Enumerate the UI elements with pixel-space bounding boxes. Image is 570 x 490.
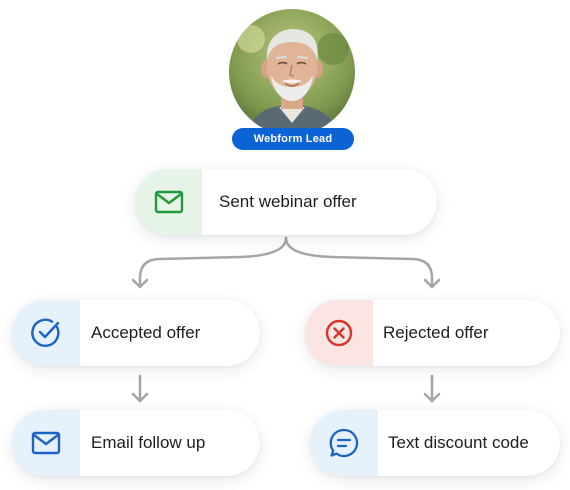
node-sent-webinar-offer[interactable]: Sent webinar offer bbox=[135, 169, 437, 235]
arrowhead-right bbox=[423, 278, 441, 289]
chat-bubble-icon bbox=[329, 428, 359, 458]
icon-area bbox=[12, 300, 80, 366]
node-label: Rejected offer bbox=[383, 323, 489, 342]
node-rejected-offer[interactable]: Rejected offer bbox=[305, 300, 560, 366]
icon-area bbox=[305, 300, 373, 366]
node-accepted-offer[interactable]: Accepted offer bbox=[12, 300, 260, 366]
node-label: Text discount code bbox=[388, 433, 529, 452]
envelope-icon bbox=[154, 190, 183, 214]
node-label: Accepted offer bbox=[91, 323, 201, 342]
check-circle-icon bbox=[31, 318, 60, 347]
lead-avatar bbox=[229, 9, 355, 135]
x-circle-icon bbox=[325, 319, 353, 347]
node-label: Email follow up bbox=[91, 433, 206, 452]
icon-area bbox=[135, 169, 202, 235]
node-text-discount-code[interactable]: Text discount code bbox=[310, 410, 560, 476]
node-label: Sent webinar offer bbox=[219, 192, 357, 211]
lead-badge: Webform Lead bbox=[232, 128, 354, 150]
arrowhead-left bbox=[131, 278, 149, 289]
envelope-icon bbox=[31, 431, 61, 455]
node-email-follow-up[interactable]: Email follow up bbox=[12, 410, 260, 476]
branch-brace-right bbox=[284, 236, 434, 288]
icon-area bbox=[310, 410, 378, 476]
icon-area bbox=[12, 410, 80, 476]
branch-brace-left bbox=[138, 236, 288, 288]
